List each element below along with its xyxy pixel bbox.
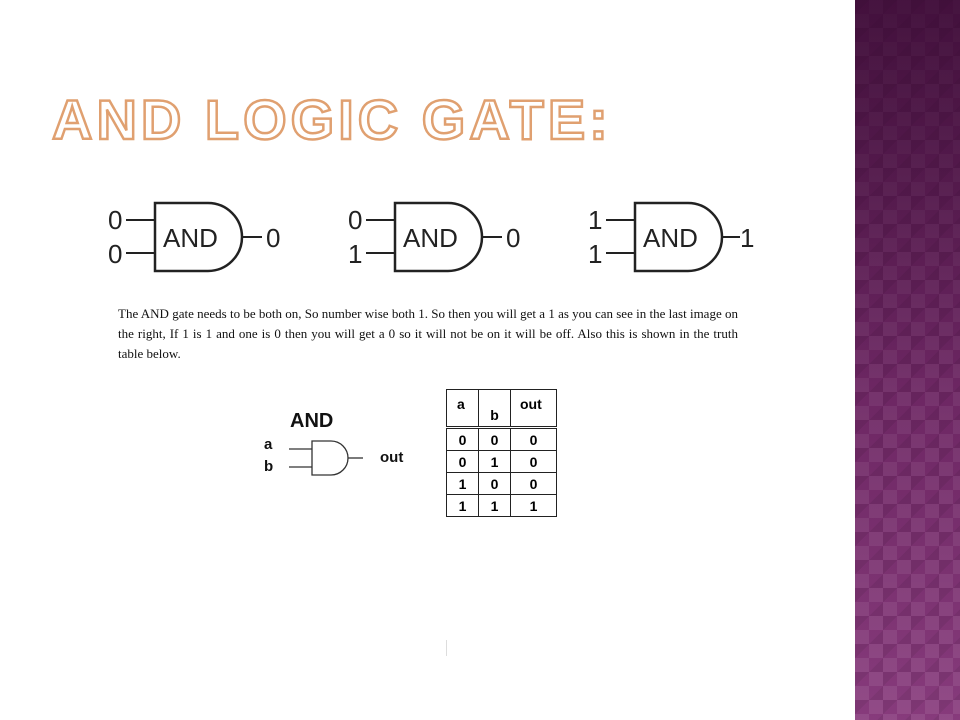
and-symbol-body <box>311 440 349 476</box>
cell-b: 0 <box>478 472 511 495</box>
cell-a: 1 <box>446 472 479 495</box>
and-symbol-title: AND <box>290 410 333 432</box>
gate-3-body <box>633 201 724 273</box>
header-out: out <box>510 389 557 428</box>
cell-out: 0 <box>510 472 557 495</box>
gate-3-input-2: 1 <box>588 239 602 269</box>
gate-1-label: AND <box>163 223 218 253</box>
gate-example-3: 1 1 AND 1 <box>588 201 754 273</box>
gate-1-input-2: 0 <box>108 239 122 269</box>
header-a: a <box>446 389 479 428</box>
table-row: 1 0 0 <box>446 472 557 495</box>
gate-2-label: AND <box>403 223 458 253</box>
cell-b: 0 <box>478 426 511 451</box>
truth-table: a b out 0 0 0 0 1 0 1 0 0 1 1 1 <box>446 389 557 517</box>
and-symbol-input-a: a <box>264 436 273 453</box>
decorative-sidebar <box>855 0 960 720</box>
gate-1-input-1: 0 <box>108 205 122 235</box>
table-row: 0 0 0 <box>446 426 557 451</box>
gate-example-2: 0 1 AND 0 <box>348 201 520 273</box>
gate-1-output: 0 <box>266 223 280 253</box>
and-symbol-input-b: b <box>264 458 273 475</box>
gate-example-1: 0 0 AND 0 <box>108 201 280 273</box>
cell-a: 0 <box>446 426 479 451</box>
gate-1-body <box>153 201 244 273</box>
cell-a: 0 <box>446 450 479 473</box>
gate-examples: 0 0 AND 0 0 1 AND 0 1 1 AND 1 <box>108 201 754 273</box>
cell-out: 1 <box>510 494 557 517</box>
gate-3-output: 1 <box>740 223 754 253</box>
and-symbol-output: out <box>380 449 403 466</box>
cell-out: 0 <box>510 450 557 473</box>
table-row: 1 1 1 <box>446 494 557 517</box>
gate-description: The AND gate needs to be both on, So num… <box>118 306 738 361</box>
gate-3-label: AND <box>643 223 698 253</box>
cell-b: 1 <box>478 450 511 473</box>
gate-3-input-1: 1 <box>588 205 602 235</box>
cell-out: 0 <box>510 426 557 451</box>
table-row: 0 1 0 <box>446 450 557 473</box>
header-b: b <box>478 389 511 428</box>
gate-2-input-1: 0 <box>348 205 362 235</box>
cell-b: 1 <box>478 494 511 517</box>
slide-title: AND LOGIC GATE: <box>51 88 612 151</box>
and-gate-symbol: AND a b out <box>264 410 403 476</box>
text-cursor-mark <box>446 640 447 656</box>
truth-table-header-row: a b out <box>446 389 557 428</box>
gate-2-output: 0 <box>506 223 520 253</box>
gate-2-body <box>393 201 484 273</box>
cell-a: 1 <box>446 494 479 517</box>
gate-2-input-2: 1 <box>348 239 362 269</box>
